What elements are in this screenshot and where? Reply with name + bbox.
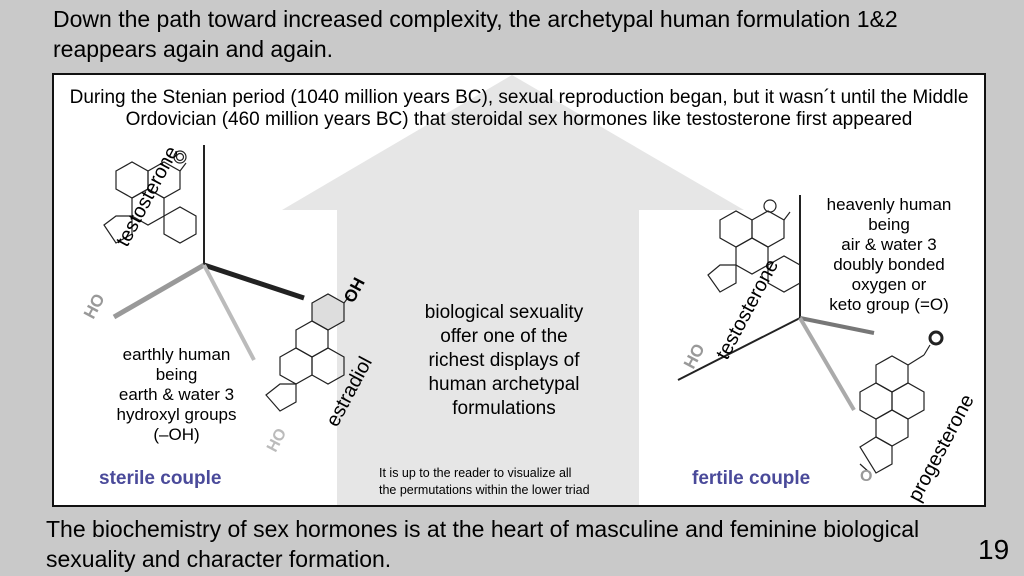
- steroid-structure-estradiol: [265, 293, 351, 412]
- diagram-graphics: [103, 75, 944, 505]
- upward-arrow-shape: [282, 75, 744, 505]
- label-o-progesterone: O: [860, 468, 873, 485]
- earthly-description: earthly human being earth & water 3 hydr…: [116, 345, 237, 444]
- heavenly-description: heavenly human being air & water 3 doubl…: [826, 195, 952, 314]
- slide-title: Down the path toward increased complexit…: [53, 6, 898, 62]
- fertile-couple-label: fertile couple: [692, 468, 811, 489]
- right-triad: [677, 195, 875, 412]
- diagram-panel: During the Stenian period (1040 million …: [52, 73, 986, 507]
- slide-footer: The biochemistry of sex hormones is at t…: [46, 516, 920, 572]
- steroid-structure-left-testosterone: [103, 150, 197, 244]
- page-number: 19: [978, 534, 1010, 565]
- left-triad: [112, 145, 305, 361]
- center-text: biological sexuality offer one of the ri…: [424, 302, 584, 419]
- steroid-structure-right-testosterone: [707, 199, 801, 293]
- sterile-couple-label: sterile couple: [99, 468, 222, 489]
- reader-note: It is up to the reader to visualize all …: [379, 466, 590, 497]
- steroid-structure-progesterone: [859, 330, 944, 474]
- intro-text: During the Stenian period (1040 million …: [69, 87, 969, 130]
